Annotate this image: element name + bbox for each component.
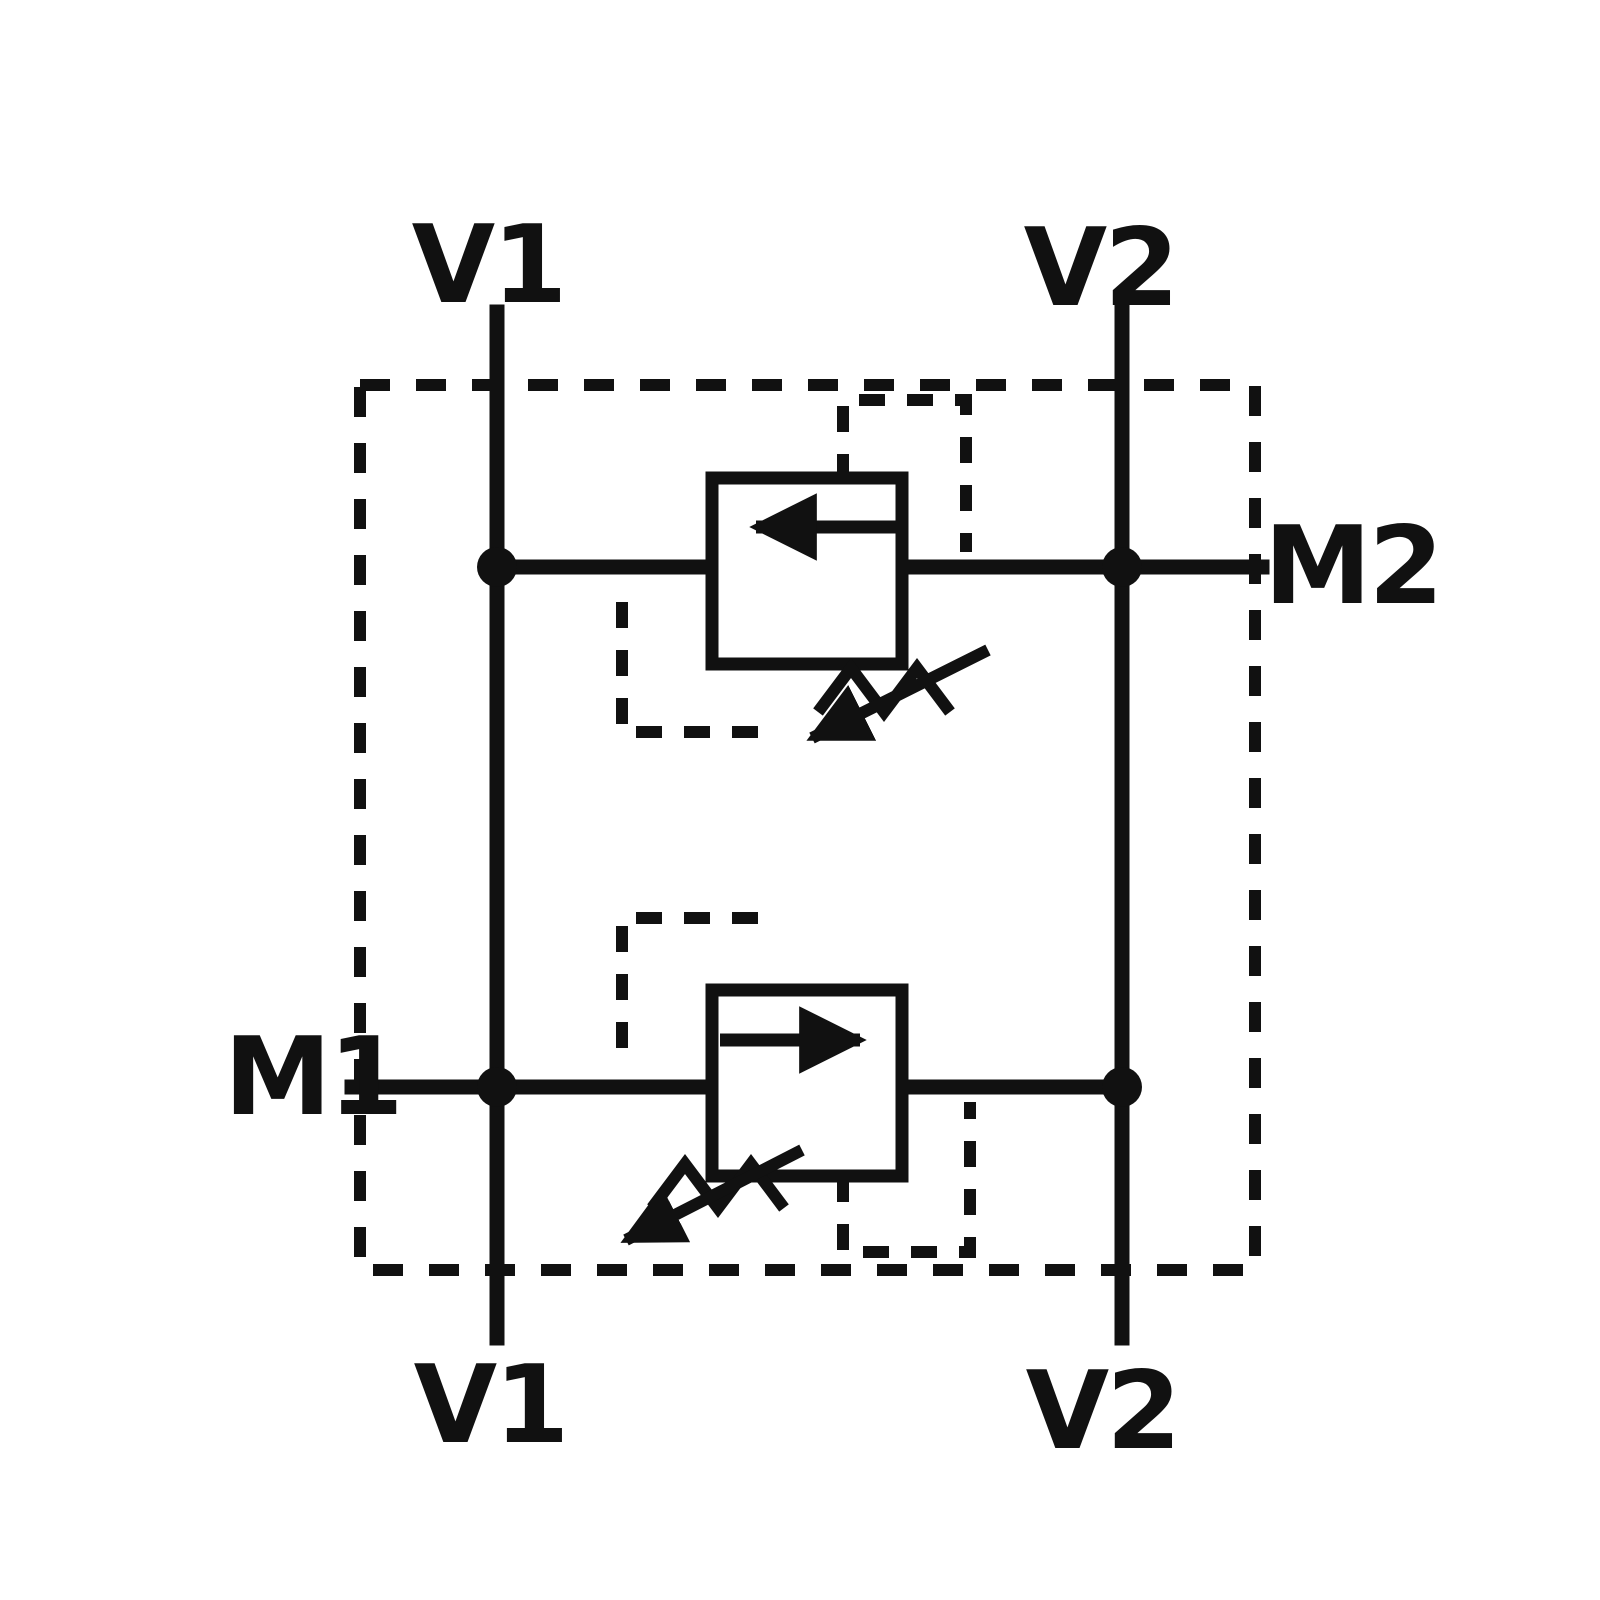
label-v1-top: V1 — [412, 203, 565, 328]
label-v1-bottom: V1 — [414, 1343, 567, 1468]
valve-body-upper — [705, 471, 909, 671]
junction-dot-v1-m2 — [477, 547, 517, 587]
relief-valve-lower — [616, 912, 976, 1258]
valve-body-lower — [705, 983, 909, 1183]
label-v2-bottom: V2 — [1026, 1349, 1179, 1474]
label-m1-left: M1 — [224, 1015, 401, 1140]
label-m2-right: M2 — [1264, 504, 1441, 629]
main-lines — [344, 304, 1270, 1346]
relief-valve-upper — [616, 394, 991, 744]
junction-dot-v2-m2 — [1102, 547, 1142, 587]
junction-dot-v1-m1 — [477, 1067, 517, 1107]
label-v2-top: V2 — [1024, 206, 1177, 331]
junction-dot-v2-m1 — [1102, 1067, 1142, 1107]
port-labels: V1 V2 M2 M1 V1 V2 — [224, 203, 1444, 1474]
spring-adjust-arrow-upper — [806, 644, 991, 744]
spring-adjust-arrow-lower — [620, 1144, 805, 1246]
spring-lower — [647, 1154, 789, 1218]
junction-dots — [477, 547, 1142, 1107]
